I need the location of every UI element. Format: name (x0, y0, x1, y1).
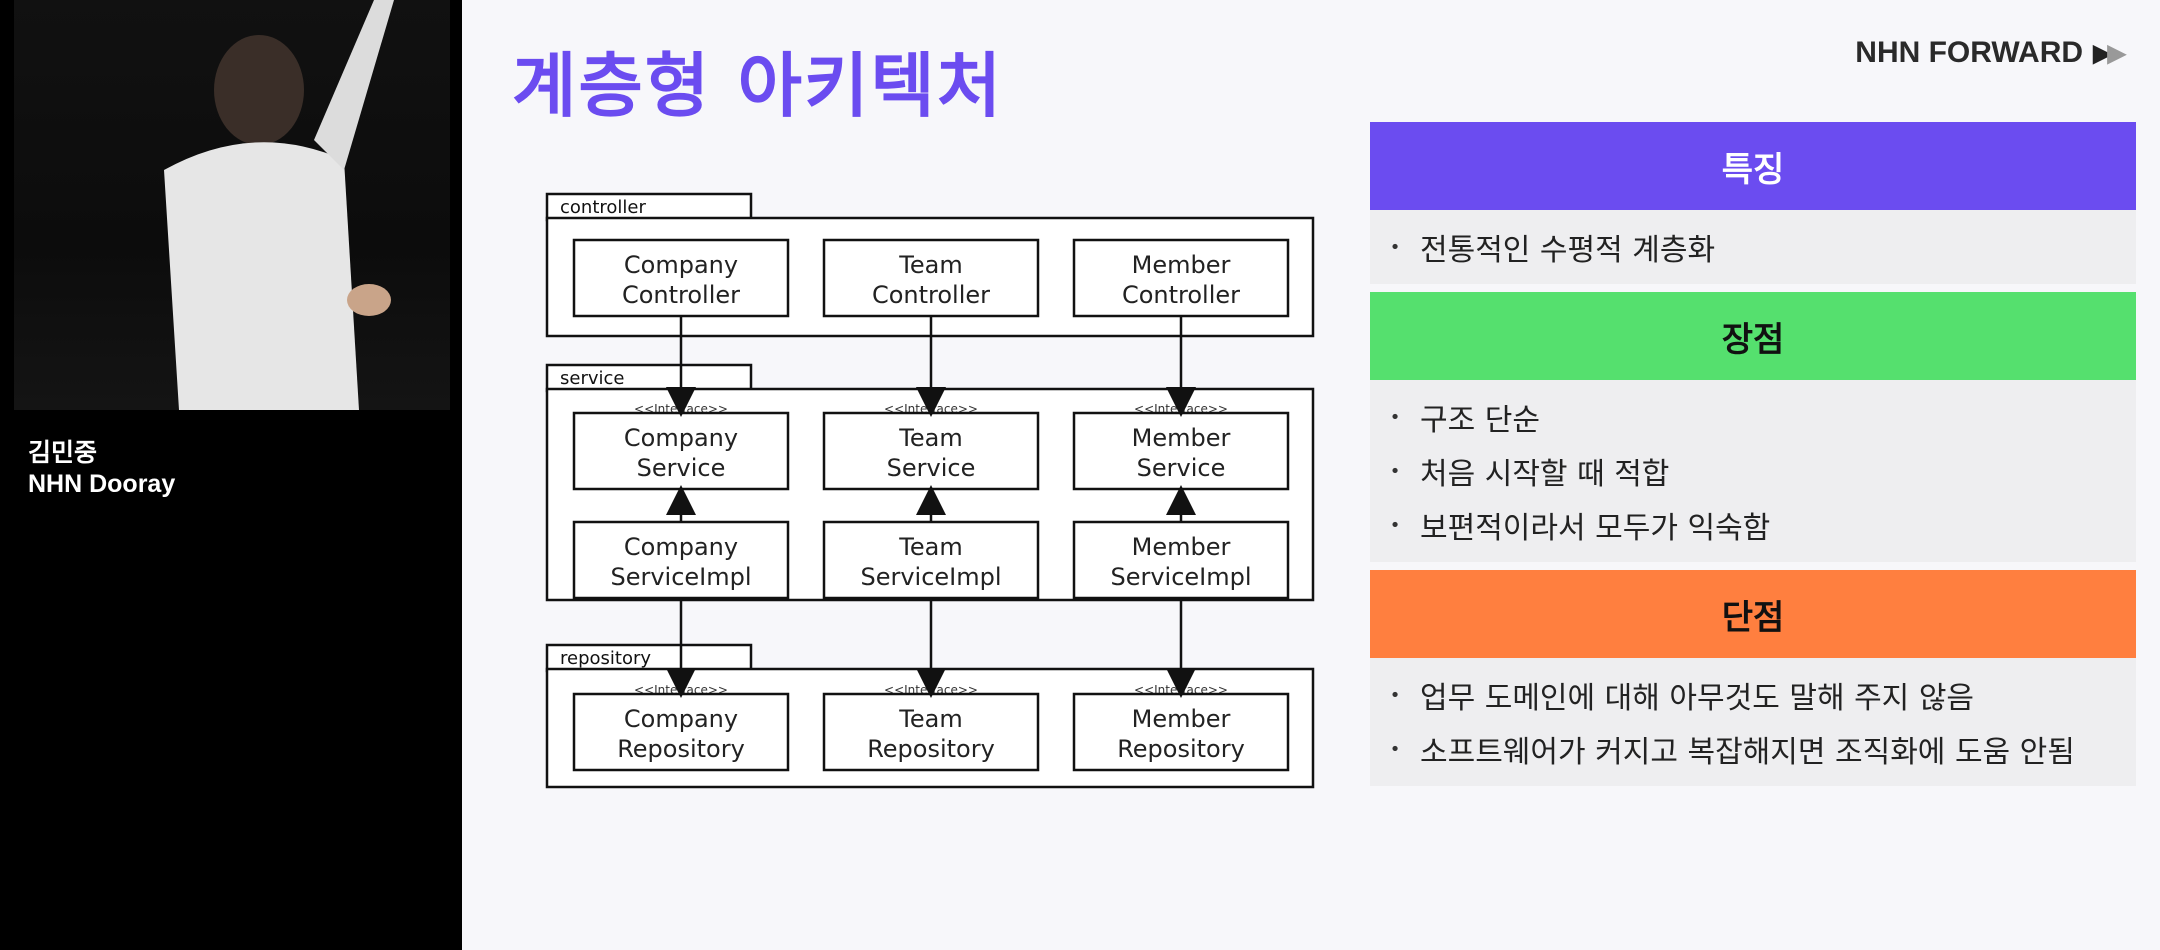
list-item: •구조 단순 (1370, 390, 2136, 444)
svg-text:Repository: Repository (1117, 735, 1245, 763)
architecture-diagram: controller Company Controller Team Contr… (542, 180, 1322, 804)
svg-text:Company: Company (624, 251, 738, 279)
features-header: 특징 (1370, 122, 2136, 210)
speaker-name: 김민중 (28, 439, 98, 467)
svg-text:Repository: Repository (867, 735, 995, 763)
package-label: controller (560, 197, 646, 218)
svg-text:Service: Service (887, 454, 976, 482)
svg-text:Team: Team (898, 533, 962, 561)
pros-list: •구조 단순 •처음 시작할 때 적합 •보편적이라서 모두가 익숙함 (1370, 380, 2136, 562)
class-box: Member ServiceImpl (1072, 520, 1290, 600)
diagram-svg: controller Company Controller Team Contr… (545, 192, 1315, 789)
svg-text:ServiceImpl: ServiceImpl (610, 563, 751, 591)
speaker-video (14, 0, 450, 410)
svg-text:Member: Member (1132, 424, 1231, 452)
interface-box: <<Interface>> Company Repository (572, 683, 790, 772)
interface-box: <<Interface>> Team Repository (822, 683, 1040, 772)
speaker-org: NHN Dooray (28, 470, 176, 498)
package-label: service (560, 368, 624, 389)
pros-header: 장점 (1370, 292, 2136, 380)
list-item: •처음 시작할 때 적합 (1370, 444, 2136, 498)
cons-header: 단점 (1370, 570, 2136, 658)
svg-text:Team: Team (898, 705, 962, 733)
interface-box: <<Interface>> Member Repository (1072, 683, 1290, 772)
interface-box: <<Interface>> Team Service (822, 402, 1040, 491)
svg-text:Company: Company (624, 533, 738, 561)
cons-list: •업무 도메인에 대해 아무것도 말해 주지 않음 •소프트웨어가 커지고 복잡… (1370, 658, 2136, 786)
brand-logo: NHN FORWARD ▶▶ (1855, 36, 2126, 70)
svg-text:Company: Company (624, 424, 738, 452)
class-box: Member Controller (1072, 238, 1290, 318)
speaker-panel: 김민중 NHN Dooray (0, 0, 462, 950)
svg-text:Member: Member (1132, 251, 1231, 279)
bullet-icon: • (1389, 514, 1401, 536)
slide-title: 계층형 아키텍처 (512, 45, 1004, 127)
svg-text:Service: Service (637, 454, 726, 482)
package-label: repository (560, 648, 651, 669)
svg-text:Service: Service (1137, 454, 1226, 482)
class-box: Company Controller (572, 238, 790, 318)
class-box: Team ServiceImpl (822, 520, 1040, 600)
svg-text:Controller: Controller (622, 281, 740, 309)
svg-text:ServiceImpl: ServiceImpl (1110, 563, 1251, 591)
class-box: Company ServiceImpl (572, 520, 790, 600)
svg-text:ServiceImpl: ServiceImpl (860, 563, 1001, 591)
svg-text:Repository: Repository (617, 735, 745, 763)
brand-text: NHN FORWARD (1855, 36, 2084, 69)
interface-box: <<Interface>> Member Service (1072, 402, 1290, 491)
svg-text:Team: Team (898, 424, 962, 452)
summary-panel: 특징 •전통적인 수평적 계층화 장점 •구조 단순 •처음 시작할 때 적합 … (1370, 122, 2136, 786)
slide: 계층형 아키텍처 NHN FORWARD ▶▶ controller Compa… (462, 0, 2160, 950)
bullet-icon: • (1389, 684, 1401, 706)
interface-box: <<Interface>> Company Service (572, 402, 790, 491)
svg-text:Member: Member (1132, 705, 1231, 733)
bullet-icon: • (1389, 406, 1401, 428)
svg-text:Controller: Controller (872, 281, 990, 309)
list-item: •보편적이라서 모두가 익숙함 (1370, 498, 2136, 552)
list-item: •소프트웨어가 커지고 복잡해지면 조직화에 도움 안됨 (1370, 722, 2136, 776)
features-list: •전통적인 수평적 계층화 (1370, 210, 2136, 284)
list-item: •전통적인 수평적 계층화 (1370, 220, 2136, 274)
bullet-icon: • (1389, 738, 1401, 760)
svg-text:Team: Team (898, 251, 962, 279)
play-arrows-icon: ▶▶ (2093, 39, 2126, 67)
speaker-silhouette (164, 0, 394, 410)
bullet-icon: • (1389, 236, 1401, 258)
svg-text:Company: Company (624, 705, 738, 733)
class-box: Team Controller (822, 238, 1040, 318)
svg-text:Controller: Controller (1122, 281, 1240, 309)
list-item: •업무 도메인에 대해 아무것도 말해 주지 않음 (1370, 668, 2136, 722)
bullet-icon: • (1389, 460, 1401, 482)
svg-text:Member: Member (1132, 533, 1231, 561)
